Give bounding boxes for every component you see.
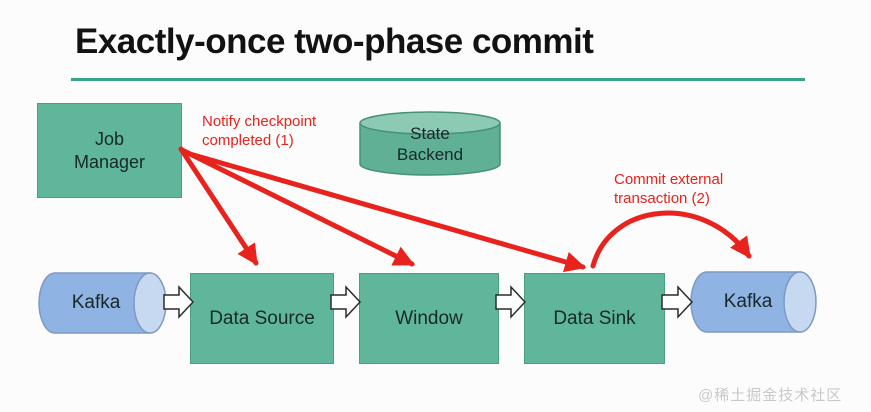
node-data-sink-label: Data Sink	[553, 307, 636, 329]
node-kafka-right-label: Kafka	[723, 291, 773, 312]
flow-arrow-source-to-window	[330, 285, 362, 319]
flow-arrow-kafka-to-source	[163, 285, 195, 319]
node-data-source-label: Data Source	[209, 307, 315, 329]
annotation-commit-transaction: Commit external transaction (2)	[614, 170, 723, 208]
annotation-notify-line1: Notify checkpoint	[202, 113, 317, 130]
node-job-manager: Job Manager	[37, 103, 182, 198]
state-backend-label-line1: State	[410, 124, 450, 143]
state-backend-label-line2: Backend	[396, 145, 464, 164]
title-underline	[71, 78, 805, 81]
annotation-notify-line2: completed (1)	[202, 132, 294, 149]
flow-arrow-sink-to-kafka	[661, 285, 694, 319]
node-window-label: Window	[395, 307, 463, 329]
annotation-commit-line2: transaction (2)	[614, 190, 710, 207]
node-job-manager-label-line1: Job	[94, 128, 125, 149]
slide-title: Exactly-once two-phase commit	[75, 22, 594, 61]
notify-arrow-to-window	[179, 147, 415, 267]
commit-arrow-sink-to-kafka	[590, 210, 752, 269]
flow-arrow-window-to-sink	[495, 285, 527, 319]
annotation-notify-checkpoint: Notify checkpoint completed (1)	[202, 112, 316, 150]
node-kafka-left-label: Kafka	[71, 292, 121, 313]
node-window: Window	[359, 273, 499, 364]
watermark: @稀土掘金技术社区	[698, 387, 843, 404]
notify-arrow-to-data-source	[178, 146, 259, 266]
node-state-backend-label: State Backend	[360, 123, 500, 165]
node-data-sink: Data Sink	[524, 273, 665, 364]
annotation-commit-line1: Commit external	[614, 171, 724, 188]
node-job-manager-label-line2: Manager	[73, 151, 146, 172]
node-data-source: Data Source	[190, 273, 334, 364]
notify-arrow-to-data-sink	[180, 149, 587, 273]
